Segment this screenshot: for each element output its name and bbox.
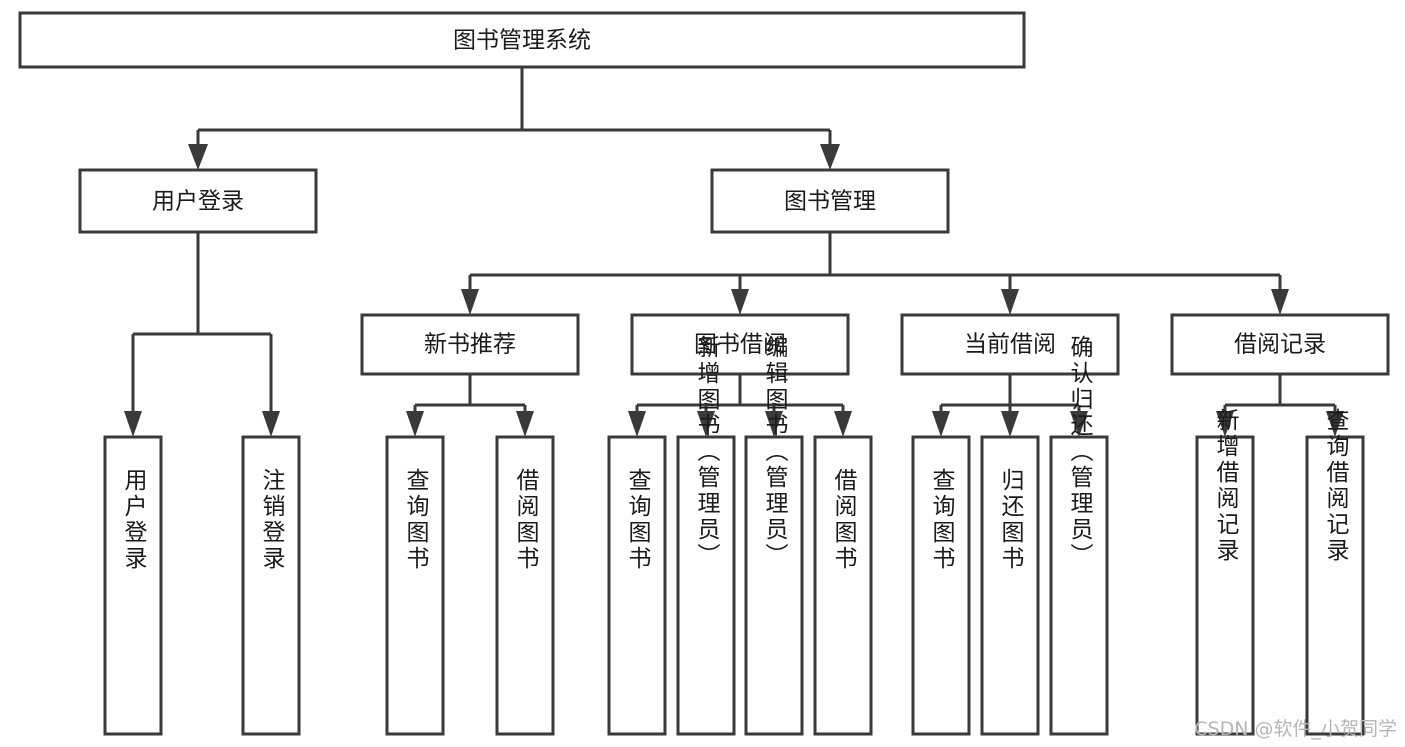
arrow-head-cb-leaf-2 — [1001, 411, 1019, 437]
arrow-head-user-login — [188, 144, 208, 170]
node-box-current-borrow[interactable] — [900, 313, 1120, 376]
node-box-book-borrow[interactable] — [630, 313, 850, 376]
node-box-leaf-cb-query-book[interactable] — [911, 435, 971, 736]
node-box-leaf-bb-query-book[interactable] — [607, 435, 667, 736]
arrow-head-leaf-user-login — [124, 411, 142, 437]
node-box-leaf-cb-confirm-return-admin[interactable] — [1049, 435, 1109, 736]
node-box-leaf-cb-return-book[interactable] — [980, 435, 1040, 736]
node-book-borrow[interactable]: 图书借阅 — [630, 313, 850, 376]
leaf-label-logout: 注销登录 — [258, 468, 286, 572]
node-box-leaf-nbr-query-book[interactable] — [385, 435, 445, 736]
arrow-head-cb-leaf-1 — [932, 411, 950, 437]
arrow-head-cb-leaf-3 — [1070, 411, 1088, 437]
node-label-book-management: 图书管理 — [784, 189, 876, 215]
leaf-label-nbr-borrow-book: 借阅图书 — [512, 468, 540, 572]
arrow-head-br-leaf-2 — [1326, 411, 1344, 437]
node-box-new-book-recommend[interactable] — [360, 313, 580, 376]
node-box-root[interactable] — [18, 11, 1026, 69]
node-box-borrow-record[interactable] — [1170, 313, 1390, 376]
leaf-label-nbr-query-book: 查询图书 — [402, 468, 430, 572]
node-label-root: 图书管理系统 — [453, 28, 591, 54]
arrow-head-nbr-leaf-1 — [406, 411, 424, 437]
arrow-head-book-borrow — [731, 289, 749, 315]
node-new-book-recommend[interactable]: 新书推荐 — [360, 313, 580, 376]
leaf-node-cb-query-book[interactable]: 查询图书 — [911, 435, 971, 736]
arrow-head-bb-leaf-4 — [834, 411, 852, 437]
leaf-node-nbr-borrow-book[interactable]: 借阅图书 — [495, 435, 555, 736]
node-box-leaf-br-query-record[interactable] — [1305, 435, 1365, 736]
leaf-node-cb-return-book[interactable]: 归还图书 — [980, 435, 1040, 736]
leaf-label-bb-borrow-book: 借阅图书 — [830, 468, 858, 572]
node-label-new-book-recommend: 新书推荐 — [424, 332, 516, 358]
arrow-head-current-borrow — [1001, 289, 1019, 315]
node-box-leaf-nbr-borrow-book[interactable] — [495, 435, 555, 736]
node-box-leaf-bb-add-book-admin[interactable] — [676, 435, 736, 736]
node-borrow-record[interactable]: 借阅记录 — [1170, 313, 1390, 376]
arrow-head-bb-leaf-2 — [697, 411, 715, 437]
leaf-label-user-login: 用户登录 — [120, 468, 148, 572]
node-current-borrow[interactable]: 当前借阅 — [900, 313, 1120, 376]
arrow-head-br-leaf-1 — [1216, 411, 1234, 437]
node-label-borrow-record: 借阅记录 — [1234, 332, 1326, 358]
leaf-label-bb-add-book-admin: 新增图书（管理员） — [693, 335, 721, 569]
arrow-head-bb-leaf-1 — [628, 411, 646, 437]
node-box-book-management[interactable] — [710, 168, 950, 234]
node-label-user-login: 用户登录 — [152, 189, 244, 215]
leaf-label-cb-query-book: 查询图书 — [928, 468, 956, 572]
leaf-node-br-add-record[interactable]: 新增借阅记录 — [1195, 408, 1255, 736]
node-label-current-borrow: 当前借阅 — [964, 332, 1056, 358]
arrow-head-nbr-leaf-2 — [516, 411, 534, 437]
arrow-head-book-mgmt — [820, 144, 840, 170]
leaf-node-user-login[interactable]: 用户登录 — [103, 435, 163, 736]
leaf-node-bb-edit-book-admin[interactable]: 编辑图书（管理员） — [744, 335, 804, 736]
leaf-label-br-query-record: 查询借阅记录 — [1322, 408, 1350, 564]
node-label-book-borrow: 图书借阅 — [694, 332, 786, 358]
leaf-label-cb-confirm-return-admin: 确认归还（管理员） — [1066, 335, 1094, 569]
arrow-head-leaf-logout — [262, 411, 280, 437]
leaf-node-bb-borrow-book[interactable]: 借阅图书 — [813, 435, 873, 736]
leaf-label-bb-edit-book-admin: 编辑图书（管理员） — [761, 335, 789, 569]
arrow-head-bb-leaf-3 — [765, 411, 783, 437]
node-box-user-login[interactable] — [78, 168, 318, 234]
arrow-head-borrow-record — [1271, 289, 1289, 315]
leaf-node-logout[interactable]: 注销登录 — [241, 435, 301, 736]
leaf-node-nbr-query-book[interactable]: 查询图书 — [385, 435, 445, 736]
node-book-management[interactable]: 图书管理 — [710, 168, 950, 234]
leaf-node-br-query-record[interactable]: 查询借阅记录 — [1305, 408, 1365, 736]
node-root-system[interactable]: 图书管理系统 — [18, 11, 1026, 69]
node-user-login[interactable]: 用户登录 — [78, 168, 318, 234]
node-box-leaf-bb-edit-book-admin[interactable] — [744, 435, 804, 736]
leaf-label-br-add-record: 新增借阅记录 — [1212, 408, 1240, 564]
leaf-label-cb-return-book: 归还图书 — [997, 468, 1025, 572]
node-box-leaf-user-login[interactable] — [103, 435, 163, 736]
node-box-leaf-logout[interactable] — [241, 435, 301, 736]
leaf-node-bb-query-book[interactable]: 查询图书 — [607, 435, 667, 736]
connector-layer — [124, 67, 1344, 437]
leaf-node-cb-confirm-return-admin[interactable]: 确认归还（管理员） — [1049, 335, 1109, 736]
arrow-head-new-book-rec — [461, 289, 479, 315]
leaf-node-bb-add-book-admin[interactable]: 新增图书（管理员） — [676, 335, 736, 736]
node-box-leaf-bb-borrow-book[interactable] — [813, 435, 873, 736]
leaf-label-bb-query-book: 查询图书 — [624, 468, 652, 572]
node-box-leaf-br-add-record[interactable] — [1195, 435, 1255, 736]
